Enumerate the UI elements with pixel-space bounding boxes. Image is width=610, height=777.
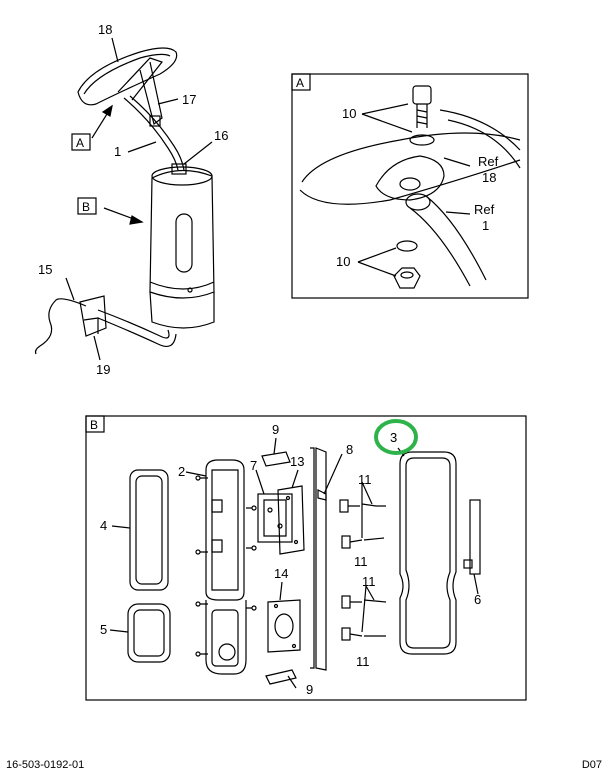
housing-2-lower	[205, 600, 247, 675]
lens-4	[129, 469, 169, 591]
mirror-base-bracket	[79, 295, 107, 337]
callout-b-14: 14	[274, 566, 288, 581]
callout-b-11-d: 11	[356, 654, 370, 669]
callout-b-4: 4	[100, 518, 107, 533]
inset-a-detail	[299, 85, 521, 289]
lens-5	[127, 603, 171, 663]
washer-bottom	[396, 240, 418, 252]
strip-6	[469, 499, 481, 575]
lens-3	[399, 451, 457, 655]
washer-top	[409, 134, 435, 146]
mirror-head	[77, 47, 178, 106]
sheet-code: D07	[581, 759, 602, 771]
strip-8	[310, 447, 315, 669]
callout-ref-1-label: Ref	[474, 202, 495, 217]
callout-b-11-c: 11	[362, 574, 376, 589]
callout-b-3: 3	[390, 430, 397, 445]
bracket-7	[257, 493, 293, 543]
clip-9-bottom	[265, 669, 297, 685]
callout-a-10-top: 10	[342, 106, 356, 121]
callout-16: 16	[214, 128, 228, 143]
drawing-part-number: 16-503-0192-01	[6, 759, 85, 771]
mirror-body	[149, 169, 215, 299]
callout-a-main: A	[76, 136, 84, 150]
bolt	[412, 85, 432, 105]
housing-screws	[195, 475, 257, 657]
callout-19: 19	[96, 362, 110, 377]
callout-1: 1	[114, 144, 121, 159]
callout-b-9-bottom: 9	[306, 682, 313, 697]
callout-b-2: 2	[178, 464, 185, 479]
callout-18: 18	[98, 22, 112, 37]
callout-b-6: 6	[474, 592, 481, 607]
callout-b-11-a: 11	[358, 472, 372, 487]
callout-ref-18-num: 18	[482, 170, 496, 185]
terminals-11	[339, 499, 387, 641]
inset-b-detail	[109, 437, 481, 689]
callout-b-9-top: 9	[272, 422, 279, 437]
plate-14	[267, 599, 301, 653]
highlight-ring-item-3	[374, 419, 418, 455]
callout-ref-1-num: 1	[482, 218, 489, 233]
callout-b-8: 8	[346, 442, 353, 457]
callout-b-11-b: 11	[354, 554, 368, 569]
inset-a-label: A	[296, 76, 304, 90]
callout-labels: 18 17 A 1 16 B 15 19 A 10 Ref 18 Ref 1 1…	[38, 22, 499, 697]
mirror-arm	[123, 97, 179, 171]
cable	[34, 298, 87, 355]
mirror-lower-lamp	[149, 291, 215, 329]
inset-a-frame	[291, 73, 529, 299]
mirror-assembly	[34, 47, 215, 355]
callout-b-13: 13	[290, 454, 304, 469]
callout-17: 17	[182, 92, 196, 107]
plate-13	[277, 485, 305, 555]
clip-9-top	[261, 451, 291, 467]
nut	[393, 267, 421, 289]
housing-2	[205, 459, 245, 601]
inset-b-frame	[85, 415, 527, 701]
callout-a-10-bottom: 10	[336, 254, 350, 269]
inset-b-label: B	[90, 418, 98, 432]
callout-b-main: B	[82, 200, 90, 214]
callout-b-5: 5	[100, 622, 107, 637]
callout-15: 15	[38, 262, 52, 277]
callout-b-7: 7	[250, 458, 257, 473]
callout-ref-18-label: Ref	[478, 154, 499, 169]
